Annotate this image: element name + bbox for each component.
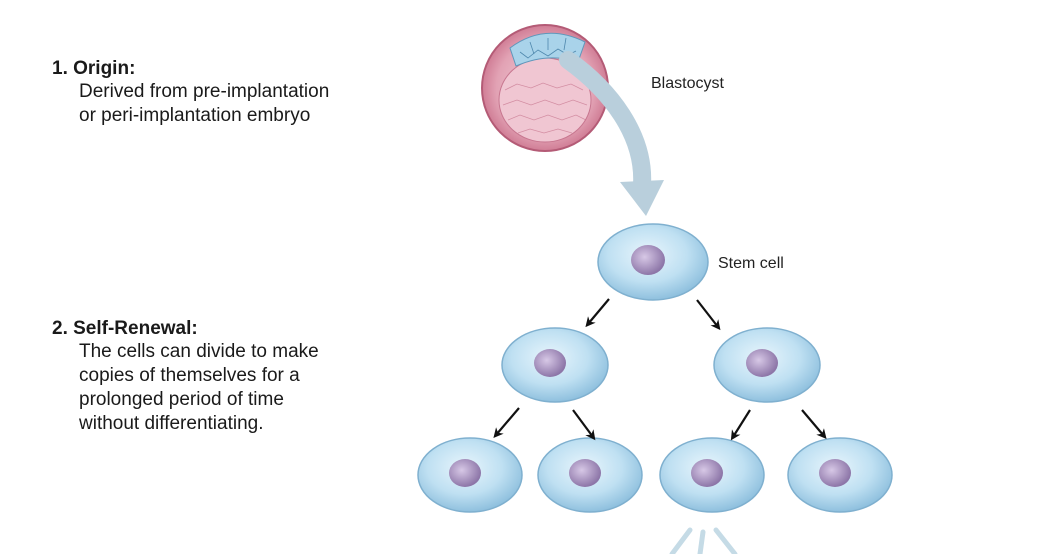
continuation-rays (669, 527, 738, 554)
stem-cell (597, 223, 709, 301)
blastocyst-label: Blastocyst (651, 75, 724, 92)
self-renewal-line-2: copies of themselves for a (79, 365, 300, 386)
self-renewal-heading: 2. Self-Renewal: (52, 318, 198, 339)
granddaughter-cell-4 (787, 437, 893, 513)
division-arrow-5 (730, 409, 751, 441)
daughter-cell-left (501, 327, 609, 403)
origin-heading: 1. Origin: (52, 58, 136, 79)
granddaughter-cell-2 (537, 437, 643, 513)
daughter-cell-right (713, 327, 821, 403)
division-arrow-6 (801, 409, 827, 440)
self-renewal-description: The cells can divide to make copies of t… (52, 340, 319, 436)
division-arrow-1 (585, 298, 610, 328)
granddaughter-cell-1 (417, 437, 523, 513)
guide-arrow-shaft (559, 51, 652, 194)
division-arrow-3 (493, 407, 520, 439)
division-arrow-4 (572, 409, 596, 441)
origin-section: 1. Origin: Derived from pre-implantation… (52, 58, 329, 128)
origin-description: Derived from pre-implantation or peri-im… (52, 80, 329, 128)
origin-line-2: or peri-implantation embryo (79, 105, 311, 126)
division-arrow-2 (696, 299, 721, 331)
origin-line-1: Derived from pre-implantation (79, 81, 330, 102)
self-renewal-line-1: The cells can divide to make (79, 341, 319, 362)
guide-arrow-head (620, 180, 664, 216)
granddaughter-cell-3 (659, 437, 765, 513)
stem-cell-label: Stem cell (718, 255, 784, 272)
self-renewal-section: 2. Self-Renewal: The cells can divide to… (52, 318, 319, 436)
self-renewal-line-4: without differentiating. (79, 413, 264, 434)
self-renewal-line-3: prolonged period of time (79, 389, 284, 410)
